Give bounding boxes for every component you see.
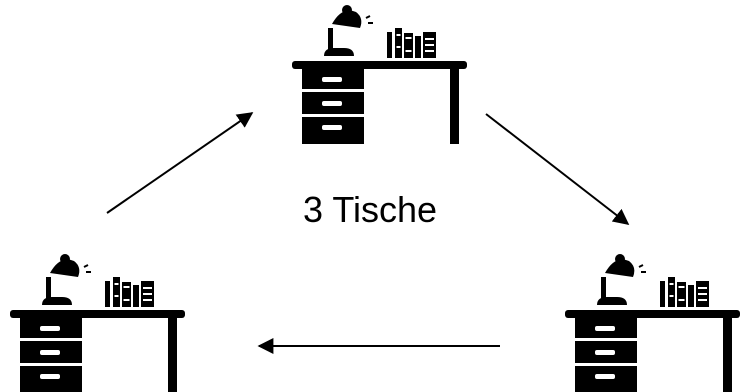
arrow-top-to-right — [485, 113, 630, 225]
desk-left-icon — [10, 253, 185, 392]
desk-top-icon — [292, 4, 467, 144]
desk-right-icon — [565, 253, 740, 392]
arrow-left-to-top — [106, 112, 254, 214]
center-label: 3 Tische — [302, 189, 438, 230]
